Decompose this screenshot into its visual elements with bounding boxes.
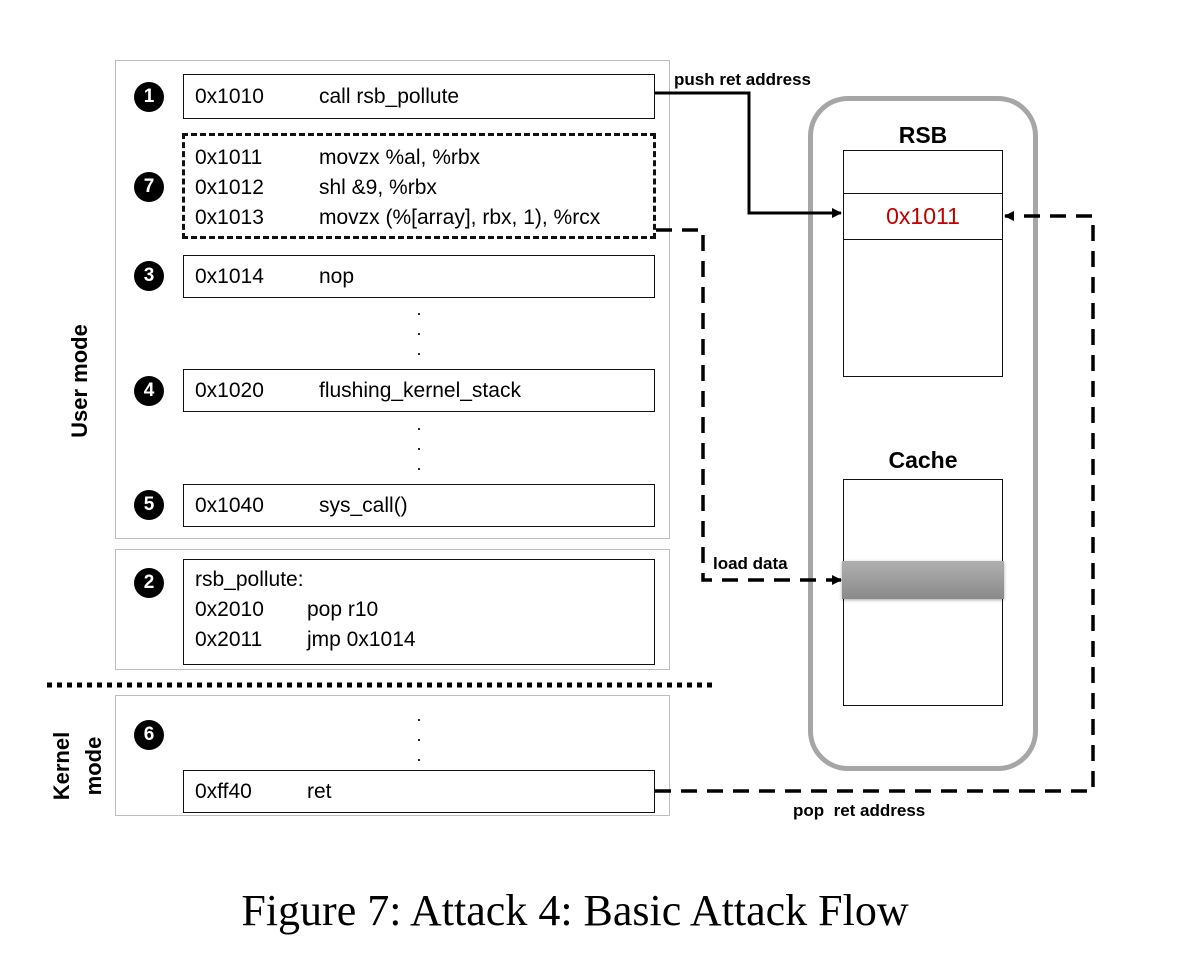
- push-arrow: [655, 91, 842, 218]
- pop-ret-address-label: pop ret address: [793, 801, 926, 820]
- rsb-entry: 0x1011: [843, 193, 1003, 240]
- ellipsis-dot: .: [416, 745, 422, 765]
- rsb-entry-value: 0x1011: [886, 203, 960, 229]
- address: 0x1011: [195, 146, 263, 169]
- instruction: ret: [307, 780, 332, 803]
- step-1-badge: 1: [134, 82, 164, 112]
- instruction: sys_call(): [319, 494, 408, 517]
- instruction: shl &9, %rbx: [319, 176, 437, 199]
- address: 0x1040: [195, 494, 264, 517]
- ellipsis-dot: .: [416, 339, 422, 359]
- instruction: flushing_kernel_stack: [319, 379, 521, 402]
- figure-caption: Figure 7: Attack 4: Basic Attack Flow: [241, 886, 909, 935]
- address: 0x1020: [195, 379, 264, 402]
- instruction: pop r10: [307, 598, 379, 621]
- step-2-badge: 2: [134, 568, 164, 598]
- step-6-instruction-box: 0xff40 ret: [183, 770, 655, 813]
- instruction: nop: [319, 265, 355, 288]
- function-label: rsb_pollute:: [195, 568, 304, 591]
- ellipsis-dot: .: [416, 414, 422, 434]
- cache-title: Cache: [888, 447, 958, 473]
- load-data-arrow: [656, 228, 842, 585]
- step-7-badge: 7: [134, 172, 164, 202]
- step-5-badge: 5: [134, 490, 164, 520]
- ellipsis-dot: .: [416, 725, 422, 745]
- step-3-instruction-box: 0x1014 nop: [183, 255, 655, 298]
- ellipsis-dot: .: [416, 434, 422, 454]
- push-ret-address-label: push ret address: [674, 70, 811, 89]
- load-data-label: load data: [713, 554, 788, 573]
- step-1-instruction-box: 0x1010 call rsb_pollute: [183, 74, 655, 119]
- rsb-stack: [843, 150, 1003, 377]
- address: 0x1013: [195, 206, 264, 229]
- address: 0x1010: [195, 85, 264, 108]
- ellipsis-dot: .: [416, 454, 422, 474]
- step-3-badge: 3: [134, 261, 164, 291]
- address: 0x2010: [195, 598, 264, 621]
- cache-line-loaded: [842, 561, 1004, 599]
- address: 0x1012: [195, 176, 264, 199]
- ellipsis-dot: .: [416, 319, 422, 339]
- rsb-title: RSB: [898, 122, 948, 148]
- step-4-badge: 4: [134, 376, 164, 406]
- instruction: movzx (%[array], rbx, 1), %rcx: [319, 206, 601, 229]
- ellipsis-dot: .: [416, 299, 422, 319]
- instruction: call rsb_pollute: [319, 85, 460, 108]
- instruction: movzx %al, %rbx: [319, 146, 481, 169]
- instruction: jmp 0x1014: [307, 628, 416, 651]
- address: 0x1014: [195, 265, 264, 288]
- step-7-speculative-block: [182, 133, 656, 239]
- step-6-badge: 6: [134, 720, 164, 750]
- step-5-instruction-box: 0x1040 sys_call(): [183, 484, 655, 527]
- hardware-container: [808, 96, 1038, 771]
- address: 0xff40: [195, 780, 252, 803]
- pop-ret-arrow: [655, 211, 1095, 793]
- step-4-instruction-box: 0x1020 flushing_kernel_stack: [183, 369, 655, 412]
- ellipsis-dot: .: [416, 705, 422, 725]
- step-2-function-box: rsb_pollute: 0x2010 pop r10 0x2011 jmp 0…: [183, 559, 655, 665]
- address: 0x2011: [195, 628, 263, 651]
- user-mode-panel: [115, 60, 670, 539]
